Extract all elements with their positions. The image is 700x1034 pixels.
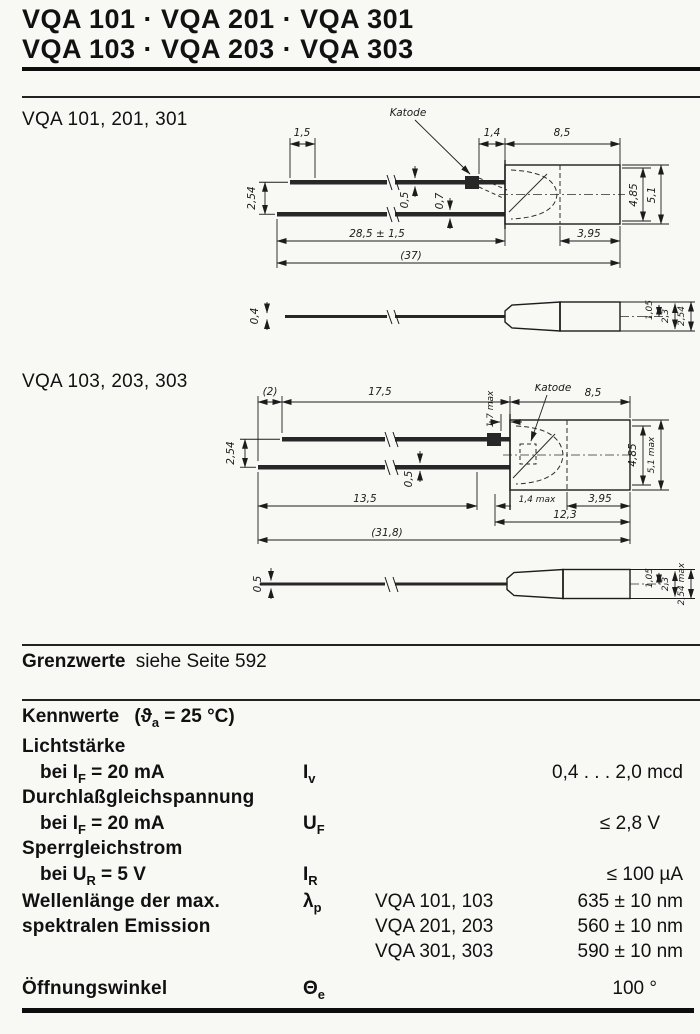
param-symbol-iv: Iv bbox=[303, 762, 316, 786]
param-name-sperrstrom: Sperrgleichstrom bbox=[22, 838, 183, 859]
dimension-labels: Katode 1,5 1,4 8,5 0,5 0,7 2,54 28,5 ± 1… bbox=[246, 107, 687, 326]
dimension-lines bbox=[240, 394, 695, 599]
dim-label: 3,95 bbox=[588, 493, 612, 505]
dim-label: 1,5 bbox=[294, 127, 311, 139]
grenzwerte-ref: siehe Seite 592 bbox=[135, 651, 267, 672]
section-rule-top bbox=[22, 96, 700, 98]
dim-label: 4,85 bbox=[627, 443, 639, 467]
param-value: ≤ 2,8 V bbox=[599, 813, 660, 834]
dim-label: 1,05 bbox=[645, 300, 655, 320]
device-group: VQA 201, 203 bbox=[375, 916, 494, 937]
param-value: 560 ± 10 nm bbox=[577, 916, 684, 937]
dim-label: 2,54 bbox=[677, 306, 687, 326]
dim-label: 2,3 bbox=[661, 577, 671, 592]
grenzwerte-label: Grenzwerte bbox=[22, 651, 126, 672]
dim-label: 0,5 bbox=[252, 575, 264, 592]
divider-rule bbox=[22, 699, 700, 701]
katode-label: Katode bbox=[390, 107, 427, 119]
footer-rule bbox=[22, 1008, 694, 1013]
dim-label: 2,54 bbox=[225, 441, 237, 464]
param-name-wellenlaenge-1: Wellenlänge der max. bbox=[22, 891, 220, 912]
dim-label: 1,4 max bbox=[519, 495, 556, 505]
dim-label: 12,3 bbox=[553, 509, 576, 521]
dim-label: 3,95 bbox=[577, 228, 601, 240]
device-group: VQA 101, 103 bbox=[375, 891, 494, 912]
dim-label: 8,5 bbox=[554, 127, 571, 139]
dim-label: 1,7 max bbox=[486, 390, 496, 427]
dim-label: 1,4 bbox=[484, 127, 501, 139]
dim-label: 17,5 bbox=[368, 386, 392, 398]
page-title-line1: VQA 101 · VQA 201 · VQA 301 bbox=[22, 4, 414, 34]
param-condition: bei IF = 20 mA bbox=[40, 813, 165, 837]
kennwerte-label: Kennwerte bbox=[22, 706, 120, 727]
grenzwerte-line: Grenzwerte siehe Seite 592 bbox=[22, 651, 267, 673]
param-symbol-theta-e: Θe bbox=[303, 978, 325, 1002]
param-value: 100 ° bbox=[612, 978, 657, 999]
dim-label: 28,5 ± 1,5 bbox=[349, 228, 405, 240]
drawing-vqa-101-201-301: Katode 1,5 1,4 8,5 0,5 0,7 2,54 28,5 ± 1… bbox=[246, 107, 695, 332]
dim-label: 0,7 bbox=[434, 192, 446, 209]
param-symbol-lambda-p: λp bbox=[303, 891, 322, 915]
page-title: VQA 101 · VQA 201 · VQA 301 VQA 103 · VQ… bbox=[22, 4, 414, 64]
dim-label: 2,3 bbox=[661, 309, 671, 324]
param-name-oeffnungswinkel: Öffnungswinkel bbox=[22, 978, 168, 999]
dim-label: 13,5 bbox=[353, 493, 377, 505]
kennwerte-condition: (ϑa = 25 °C) bbox=[134, 706, 235, 730]
section-label-vqa101: VQA 101, 201, 301 bbox=[22, 109, 188, 130]
dim-label: 4,85 bbox=[628, 183, 640, 207]
dim-label: 0,5 bbox=[403, 470, 415, 487]
dim-label: (37) bbox=[400, 250, 422, 262]
dim-label: (2) bbox=[263, 386, 278, 398]
dim-label: 5,1 max bbox=[647, 436, 657, 473]
param-name-lichtstaerke: Lichtstärke bbox=[22, 736, 126, 757]
drawing-vqa-103-203-303: (2) 17,5 Katode 8,5 1,7 max 2,54 0,5 4,8… bbox=[225, 384, 695, 605]
dim-label: 1,05 bbox=[645, 568, 655, 588]
dimension-lines bbox=[259, 119, 695, 332]
led-body-outline bbox=[504, 160, 621, 332]
device-group: VQA 301, 303 bbox=[375, 941, 494, 962]
led-body-outline bbox=[506, 414, 631, 600]
param-condition: bei UR = 5 V bbox=[40, 864, 146, 888]
page-title-line2: VQA 103 · VQA 203 · VQA 303 bbox=[22, 34, 414, 64]
section-label-vqa103: VQA 103, 203, 303 bbox=[22, 371, 188, 392]
kennwerte-heading: Kennwerte (ϑa = 25 °C) bbox=[22, 706, 235, 730]
param-name-wellenlaenge-2: spektralen Emission bbox=[22, 916, 211, 937]
dim-label: 2,54 max bbox=[677, 562, 687, 605]
led-body-internal bbox=[503, 420, 667, 585]
param-value: 590 ± 10 nm bbox=[577, 941, 684, 962]
param-value: 0,4 . . . 2,0 mcd bbox=[552, 762, 683, 783]
kathode-flag bbox=[465, 176, 479, 189]
katode-label: Katode bbox=[535, 384, 572, 394]
param-symbol-ir: IR bbox=[303, 864, 318, 888]
dim-label: 0,4 bbox=[249, 308, 261, 325]
dim-label: 8,5 bbox=[585, 387, 602, 399]
kathode-flag bbox=[487, 433, 501, 446]
param-symbol-uf: UF bbox=[303, 813, 325, 837]
divider-rule bbox=[22, 644, 700, 646]
dim-label: (31,8) bbox=[371, 527, 403, 539]
dim-label: 2,54 bbox=[246, 186, 258, 209]
led-leads bbox=[258, 433, 510, 586]
dim-label: 0,5 bbox=[399, 191, 411, 208]
param-condition: bei IF = 20 mA bbox=[40, 762, 165, 786]
title-rule bbox=[22, 67, 700, 71]
lead-break-marks bbox=[384, 431, 399, 593]
param-value: ≤ 100 µA bbox=[606, 864, 683, 885]
dimension-labels: (2) 17,5 Katode 8,5 1,7 max 2,54 0,5 4,8… bbox=[225, 384, 687, 605]
led-leads bbox=[277, 176, 505, 318]
param-value: 635 ± 10 nm bbox=[577, 891, 684, 912]
dim-label: 5,1 bbox=[646, 187, 658, 204]
lead-break-marks bbox=[386, 174, 400, 325]
param-name-durchlassspannung: Durchlaßgleichspannung bbox=[22, 787, 255, 808]
